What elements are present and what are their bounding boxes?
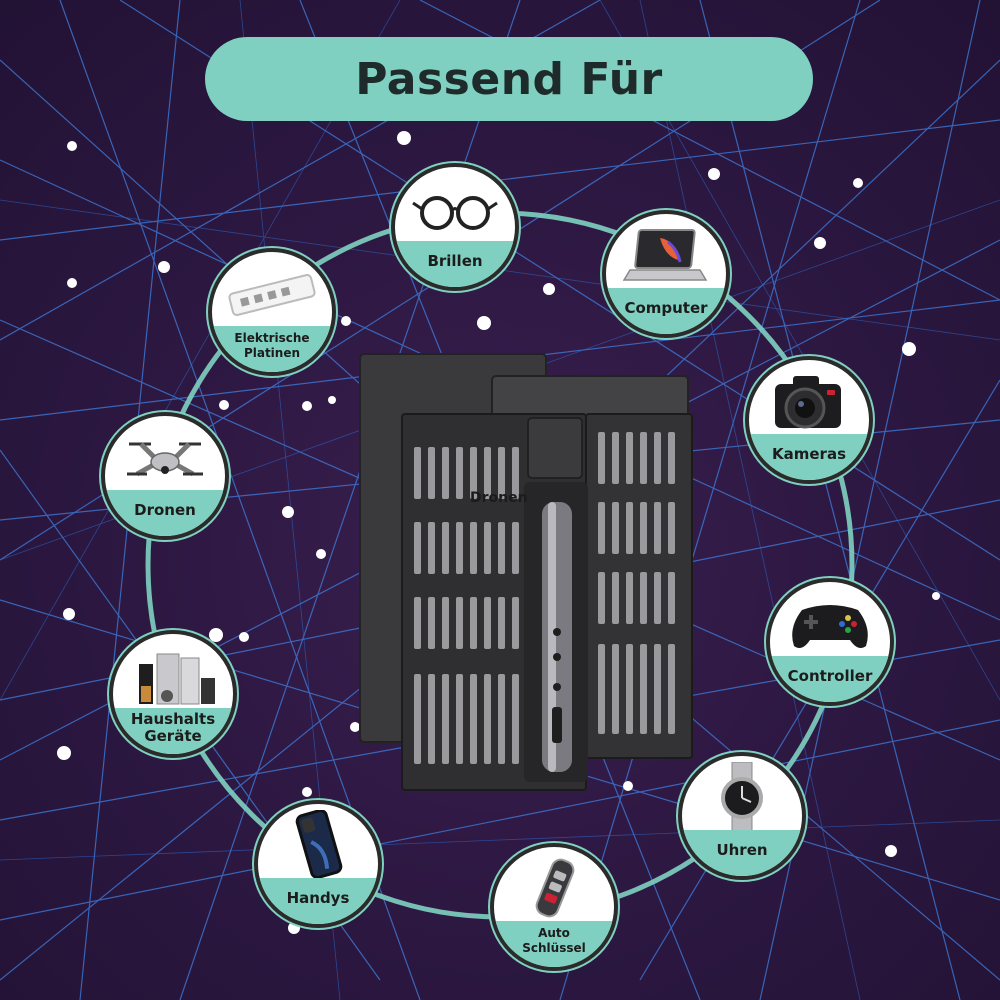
circuit-board-icon bbox=[228, 274, 316, 316]
badge-label: Computer bbox=[624, 298, 708, 317]
appliances-icon bbox=[139, 653, 215, 705]
car-key-icon bbox=[535, 858, 575, 918]
title-banner: Passend Für bbox=[205, 37, 813, 121]
badge-label: Dronen bbox=[134, 500, 196, 519]
watch-icon bbox=[721, 762, 763, 832]
badge-kameras: Kameras bbox=[745, 356, 873, 484]
badge-label: Controller bbox=[787, 666, 873, 685]
badge-computer: Computer bbox=[602, 210, 730, 338]
gamepad-icon bbox=[792, 605, 868, 648]
badge-label: Handys bbox=[286, 888, 350, 907]
badge-label: Uhren bbox=[716, 840, 768, 859]
badge-brillen: Brillen bbox=[391, 163, 519, 291]
laptop-icon bbox=[622, 229, 708, 281]
badge-label: Brillen bbox=[427, 251, 483, 270]
glasses-icon bbox=[412, 196, 498, 230]
screwdriver-kit-image bbox=[359, 353, 693, 791]
badge-handys: Handys bbox=[254, 800, 382, 928]
badge-label: Kameras bbox=[772, 444, 846, 463]
drone-icon bbox=[127, 442, 203, 477]
overlay-label: Dronen bbox=[470, 490, 528, 506]
camera-icon bbox=[775, 376, 841, 429]
badge-dronen: Dronen bbox=[101, 412, 229, 540]
smartphone-icon bbox=[295, 810, 343, 879]
badge-uhren: Uhren bbox=[678, 752, 806, 880]
page-title: Passend Für bbox=[355, 53, 663, 105]
badge-controller: Controller bbox=[766, 578, 894, 706]
